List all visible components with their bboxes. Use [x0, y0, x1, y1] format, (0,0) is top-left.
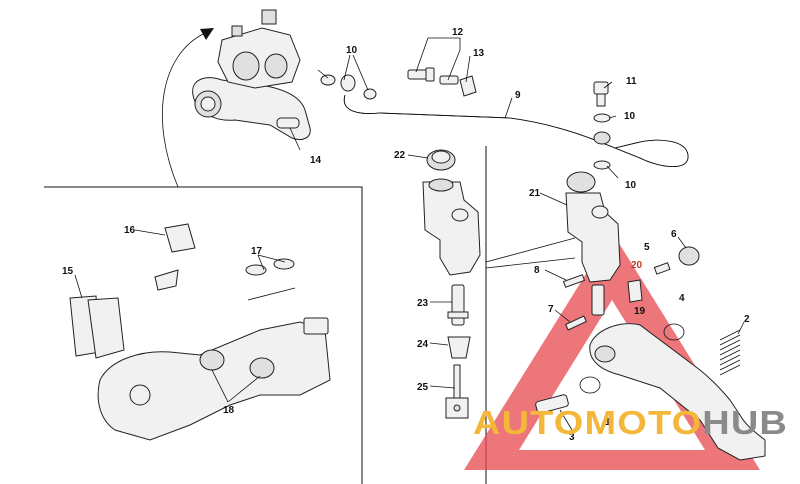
callout-18: 18: [223, 405, 235, 416]
master-cylinder-exploded: [422, 149, 481, 419]
callout-6: 6: [671, 229, 677, 240]
callout-24: 24: [417, 339, 429, 350]
callout-3: 3: [569, 432, 575, 443]
callout-15: 15: [62, 266, 74, 277]
watermark-hub: HUB: [702, 404, 788, 441]
callout-labels: 1 2 3 4 5 6 7 8 9 10 10 10 11 12 13 14 1…: [62, 27, 750, 443]
watermark-moto: MOTO: [584, 404, 702, 441]
upper-brake-caliper: [192, 9, 311, 141]
assembly-arrow: [162, 28, 214, 188]
callout-23: 23: [417, 298, 429, 309]
callout-20: 20: [631, 260, 643, 271]
callout-5: 5: [644, 242, 650, 253]
panel-borders: [44, 146, 487, 484]
callout-7: 7: [548, 304, 554, 315]
callout-14: 14: [310, 155, 322, 166]
leader-lines: [74, 37, 745, 431]
callout-21: 21: [529, 188, 541, 199]
callout-4: 4: [679, 293, 685, 304]
callout-1: 1: [605, 417, 611, 428]
callout-10-b: 10: [624, 111, 636, 122]
lower-brake-caliper: [69, 223, 331, 441]
callout-12: 12: [452, 27, 464, 38]
callout-11: 11: [626, 76, 637, 87]
banjo-bolt: [593, 81, 611, 170]
callout-9: 9: [515, 90, 521, 101]
callout-22: 22: [394, 150, 406, 161]
bleed-screw-parts: [407, 67, 477, 97]
callout-25: 25: [417, 382, 429, 393]
callout-13: 13: [473, 48, 485, 59]
callout-2: 2: [744, 314, 750, 325]
callout-10-a: 10: [346, 45, 358, 56]
callout-19: 19: [634, 306, 646, 317]
master-cylinder-assembled: [565, 171, 621, 316]
callout-16: 16: [124, 225, 136, 236]
brake-pedal: [535, 323, 766, 461]
small-bolts: [562, 246, 700, 331]
callout-8: 8: [534, 265, 540, 276]
callout-10-c: 10: [625, 180, 637, 191]
watermark-auto: AUTO: [473, 404, 584, 441]
callout-17: 17: [251, 246, 263, 257]
